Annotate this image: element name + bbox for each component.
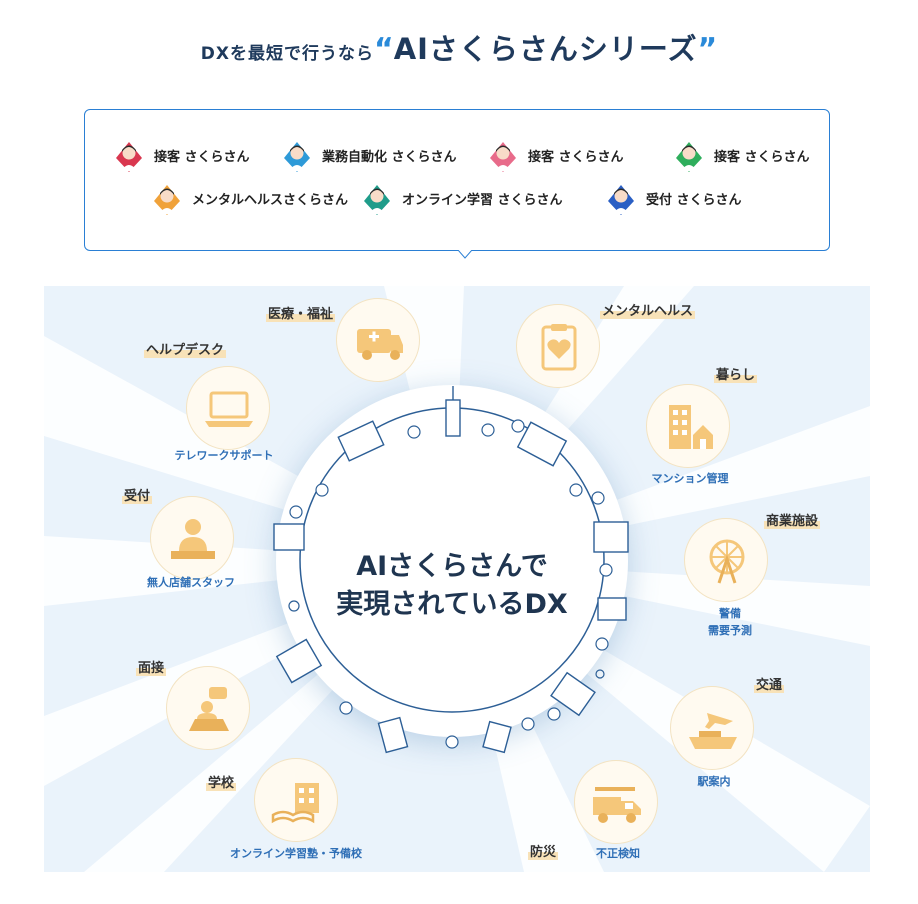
category-commercial: 商業施設 bbox=[764, 510, 821, 529]
usecase-security-demand: 警備 需要予測 bbox=[690, 605, 770, 639]
interview-icon[interactable] bbox=[166, 666, 250, 750]
series-item-2[interactable]: 業務自動化 さくらさん bbox=[280, 138, 457, 172]
series-item-7[interactable]: 受付 さくらさん bbox=[604, 181, 742, 215]
usecase-telework: テレワークサポート bbox=[174, 449, 274, 462]
category-transport: 交通 bbox=[754, 674, 785, 693]
sakura-avatar-icon bbox=[284, 142, 310, 172]
category-mental-health: メンタルヘルス bbox=[600, 300, 696, 319]
series-item-6[interactable]: オンライン学習 さくらさん bbox=[360, 181, 563, 215]
series-item-label: 接客 さくらさん bbox=[714, 149, 810, 165]
category-interview: 面接 bbox=[136, 657, 167, 676]
apartment-icon[interactable] bbox=[646, 384, 730, 468]
usecase-demand: 需要予測 bbox=[708, 624, 752, 637]
series-item-label: 業務自動化 さくらさん bbox=[322, 149, 457, 165]
category-living: 暮らし bbox=[714, 364, 758, 383]
receptionist-icon[interactable] bbox=[150, 496, 234, 580]
usecase-fraud: 不正検知 bbox=[596, 847, 640, 860]
series-item-4[interactable]: 接客 さくらさん bbox=[672, 138, 810, 172]
usecase-cram-school: オンライン学習塾・予備校 bbox=[230, 847, 362, 860]
sakura-avatar-icon bbox=[676, 142, 702, 172]
quote-open: “ bbox=[373, 32, 394, 67]
sakura-avatar-icon bbox=[608, 185, 634, 215]
ferris-wheel-icon[interactable] bbox=[684, 518, 768, 602]
category-reception: 受付 bbox=[122, 485, 153, 504]
quote-close: ” bbox=[697, 32, 718, 67]
center-line-2: 実現されているDX bbox=[336, 589, 568, 620]
category-school: 学校 bbox=[206, 772, 237, 791]
series-item-1[interactable]: 接客 さくらさん bbox=[112, 138, 250, 172]
sakura-avatar-icon bbox=[154, 185, 180, 215]
series-item-label: メンタルヘルスさくらさん bbox=[192, 192, 349, 208]
panel-pointer bbox=[458, 250, 472, 259]
usecase-mansion: マンション管理 bbox=[651, 472, 729, 485]
fire-truck-icon[interactable] bbox=[574, 760, 658, 844]
center-heading: AIさくらさんで 実現されているDX bbox=[318, 548, 586, 624]
usecase-station: 駅案内 bbox=[697, 775, 731, 788]
ambulance-icon[interactable] bbox=[336, 298, 420, 382]
clipboard-heart-icon[interactable] bbox=[516, 304, 600, 388]
series-item-3[interactable]: 接客 さくらさん bbox=[486, 138, 624, 172]
laptop-icon[interactable] bbox=[186, 366, 270, 450]
school-book-icon[interactable] bbox=[254, 758, 338, 842]
series-item-label: オンライン学習 さくらさん bbox=[402, 192, 563, 208]
sakura-avatar-icon bbox=[490, 142, 516, 172]
category-disaster: 防災 bbox=[528, 841, 559, 860]
series-item-label: 接客 さくらさん bbox=[528, 149, 624, 165]
sakura-avatar-icon bbox=[364, 185, 390, 215]
title-prefix: DXを最短で行うなら bbox=[200, 44, 374, 64]
series-panel bbox=[84, 109, 830, 251]
series-item-5[interactable]: メンタルヘルスさくらさん bbox=[150, 181, 348, 215]
usecase-store-staff: 無人店舗スタッフ bbox=[147, 576, 235, 589]
usecase-security: 警備 bbox=[719, 607, 741, 620]
series-item-label: 受付 さくらさん bbox=[646, 192, 742, 208]
category-medical: 医療・福祉 bbox=[266, 303, 336, 322]
series-name: AIさくらさんシリーズ bbox=[393, 32, 698, 66]
city-ring bbox=[273, 386, 629, 754]
ship-plane-icon[interactable] bbox=[670, 686, 754, 770]
category-helpdesk: ヘルプデスク bbox=[144, 339, 227, 358]
center-line-1: AIさくらさんで bbox=[356, 551, 548, 582]
series-item-label: 接客 さくらさん bbox=[154, 149, 250, 165]
sakura-avatar-icon bbox=[116, 142, 142, 172]
page-title: DXを最短で行うなら“AIさくらさんシリーズ” bbox=[0, 26, 918, 68]
